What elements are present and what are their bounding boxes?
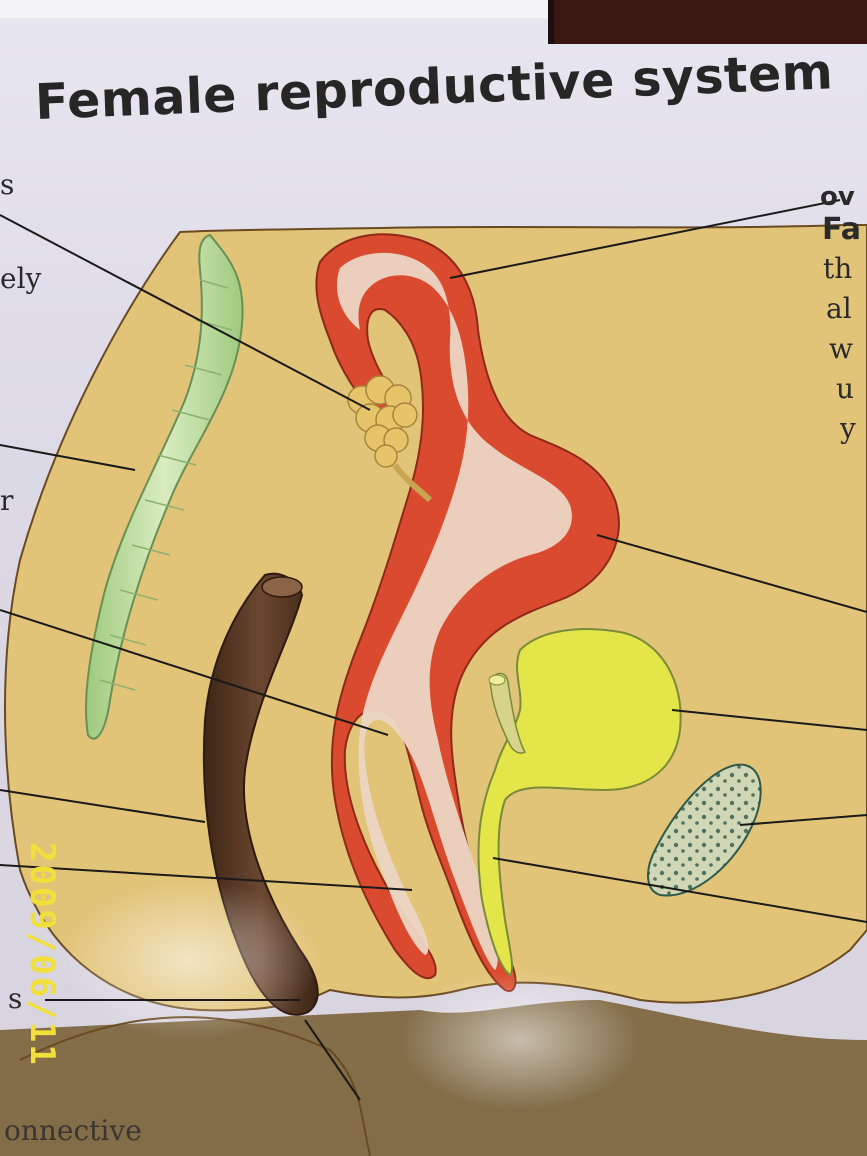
rectum-opening	[262, 577, 302, 597]
right-fragment-6: u	[836, 372, 854, 405]
bladder-tube-opening	[489, 675, 505, 685]
left-fragment-2: ely	[0, 262, 41, 295]
left-fragment-3: r	[0, 484, 13, 517]
right-fragment-5: w	[829, 332, 853, 365]
right-fragment-1: ov	[820, 182, 855, 212]
right-fragment-4: al	[826, 292, 852, 325]
glare-center	[400, 970, 640, 1110]
left-fragment-5: onnective	[4, 1114, 142, 1147]
date-stamp: 2009/06/11	[22, 842, 62, 1067]
right-fragment-2: Fa	[822, 212, 861, 247]
left-fragment-4: s	[8, 982, 22, 1015]
right-fragment-3: th	[823, 252, 852, 285]
right-fragment-7: y	[840, 412, 856, 445]
glare-lower-left	[60, 880, 320, 1040]
left-fragment-1: s	[0, 168, 14, 201]
